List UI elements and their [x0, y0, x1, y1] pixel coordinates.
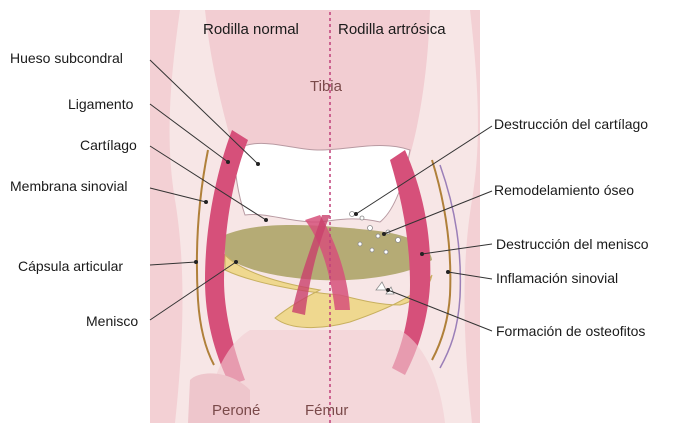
- label-cartilage-destruction: Destrucción del cartílago: [494, 116, 648, 132]
- bone-label-perone: Peroné: [212, 402, 260, 419]
- header-normal-knee: Rodilla normal: [203, 22, 299, 38]
- label-synovial-membrane: Membrana sinovial: [10, 178, 128, 194]
- label-ligament: Ligamento: [68, 96, 133, 112]
- label-meniscus-destruction: Destrucción del menisco: [496, 236, 649, 252]
- label-bone-remodeling: Remodelamiento óseo: [494, 182, 634, 198]
- header-arthritic-knee: Rodilla artrósica: [338, 22, 446, 38]
- label-synovial-inflammation: Inflamación sinovial: [496, 270, 618, 286]
- label-meniscus: Menisco: [86, 313, 138, 329]
- bone-label-femur: Fémur: [305, 402, 348, 419]
- bone-label-tibia: Tibia: [310, 78, 342, 95]
- label-osteophyte-formation: Formación de osteofitos: [496, 323, 645, 339]
- label-cartilage: Cartílago: [80, 137, 137, 153]
- cartilage-cap: [235, 143, 410, 222]
- label-joint-capsule: Cápsula articular: [18, 258, 123, 274]
- label-subchondral-bone: Hueso subcondral: [10, 50, 123, 66]
